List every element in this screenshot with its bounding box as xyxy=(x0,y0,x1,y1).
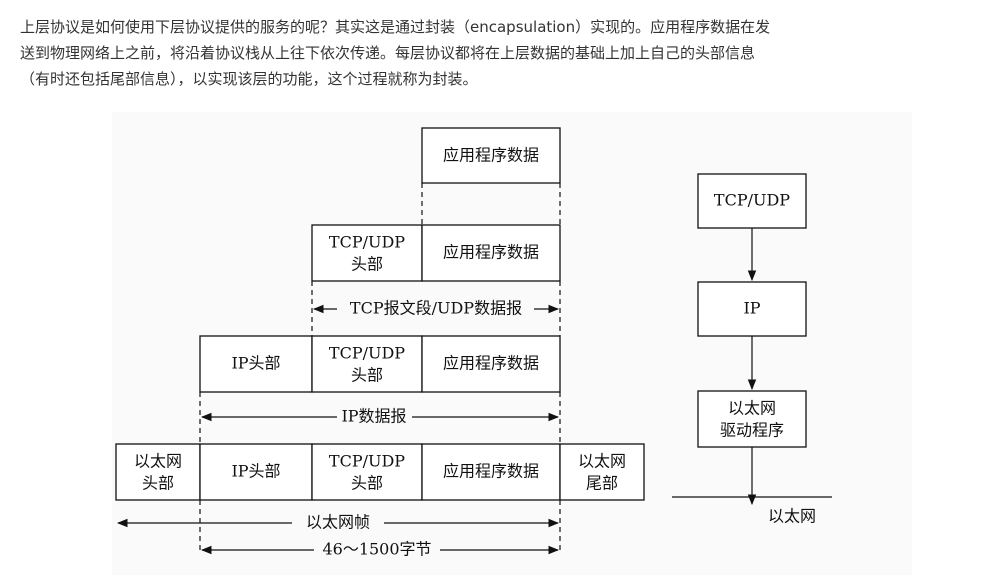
app-data-label: 应用程序数据 xyxy=(443,462,539,481)
tcp-udp-header-label-1: TCP/UDP xyxy=(329,452,405,471)
row-application-data: 应用程序数据 xyxy=(421,127,561,184)
ip-header-label: IP头部 xyxy=(231,462,280,481)
intro-line-3: （有时还包括尾部信息），以实现该层的功能，这个过程就称为封装。 xyxy=(20,70,478,88)
ip-header-box xyxy=(199,335,313,393)
app-data-box xyxy=(421,335,561,393)
app-data-label: 应用程序数据 xyxy=(443,243,539,262)
eth-header-label-1: 以太网 xyxy=(134,452,182,471)
stack-driver-box xyxy=(697,390,807,448)
span-ip-label: IP数据报 xyxy=(341,407,406,426)
row-tcp-segment: TCP/UDP 头部 应用程序数据 xyxy=(311,224,561,282)
encapsulation-figure: 应用程序数据 TCP/UDP 头部 应用程序数据 TCP报文段/UDP数据报 I… xyxy=(112,112,912,575)
app-data-label: 应用程序数据 xyxy=(443,354,539,373)
span-bytes-label: 46～1500字节 xyxy=(322,540,431,559)
stack-tcp-udp-label: TCP/UDP xyxy=(714,191,790,210)
ip-header-box xyxy=(199,443,313,501)
tcp-udp-header-box xyxy=(311,224,423,282)
stack-driver-label-2: 驱动程序 xyxy=(720,421,784,440)
stack-ip-label: IP xyxy=(743,299,760,318)
app-data-box xyxy=(421,224,561,282)
tcp-udp-header-label-1: TCP/UDP xyxy=(329,233,405,252)
tcp-udp-header-label-2: 头部 xyxy=(351,366,383,385)
app-data-box xyxy=(421,127,561,184)
app-data-box xyxy=(421,443,561,501)
eth-trailer-label-2: 尾部 xyxy=(586,474,618,493)
eth-trailer-label-1: 以太网 xyxy=(578,452,626,471)
tcp-udp-header-label-2: 头部 xyxy=(351,255,383,274)
protocol-stack: TCP/UDP IP 以太网 驱动程序 以太网 xyxy=(672,173,832,526)
intro-line-2: 送到物理网络上之前，将沿着协议栈从上往下依次传递。每层协议都将在上层数据的基础上… xyxy=(20,44,756,62)
eth-header-box xyxy=(115,443,201,501)
stack-ethernet-label: 以太网 xyxy=(768,507,816,526)
encapsulation-diagram: 应用程序数据 TCP/UDP 头部 应用程序数据 TCP报文段/UDP数据报 I… xyxy=(115,127,832,559)
row-ethernet-frame: 以太网 头部 IP头部 TCP/UDP 头部 应用程序数据 以太网 尾部 xyxy=(115,443,645,501)
tcp-udp-header-label-1: TCP/UDP xyxy=(329,344,405,363)
span-frame-label: 以太网帧 xyxy=(306,513,370,532)
app-data-label: 应用程序数据 xyxy=(443,146,539,165)
tcp-udp-header-box xyxy=(311,335,423,393)
stack-ip-box xyxy=(697,281,807,337)
row-ip-datagram: IP头部 TCP/UDP 头部 应用程序数据 xyxy=(199,335,561,393)
stack-tcp-udp-box xyxy=(697,173,807,229)
intro-paragraph: 上层协议是如何使用下层协议提供的服务的呢？其实这是通过封装（encapsulat… xyxy=(20,14,970,92)
intro-line-1: 上层协议是如何使用下层协议提供的服务的呢？其实这是通过封装（encapsulat… xyxy=(20,18,771,36)
tcp-udp-header-label-2: 头部 xyxy=(351,474,383,493)
eth-header-label-2: 头部 xyxy=(142,474,174,493)
eth-trailer-box xyxy=(559,443,645,501)
stack-driver-label-1: 以太网 xyxy=(728,399,776,418)
span-tcp-label: TCP报文段/UDP数据报 xyxy=(350,299,522,318)
ip-header-label: IP头部 xyxy=(231,354,280,373)
